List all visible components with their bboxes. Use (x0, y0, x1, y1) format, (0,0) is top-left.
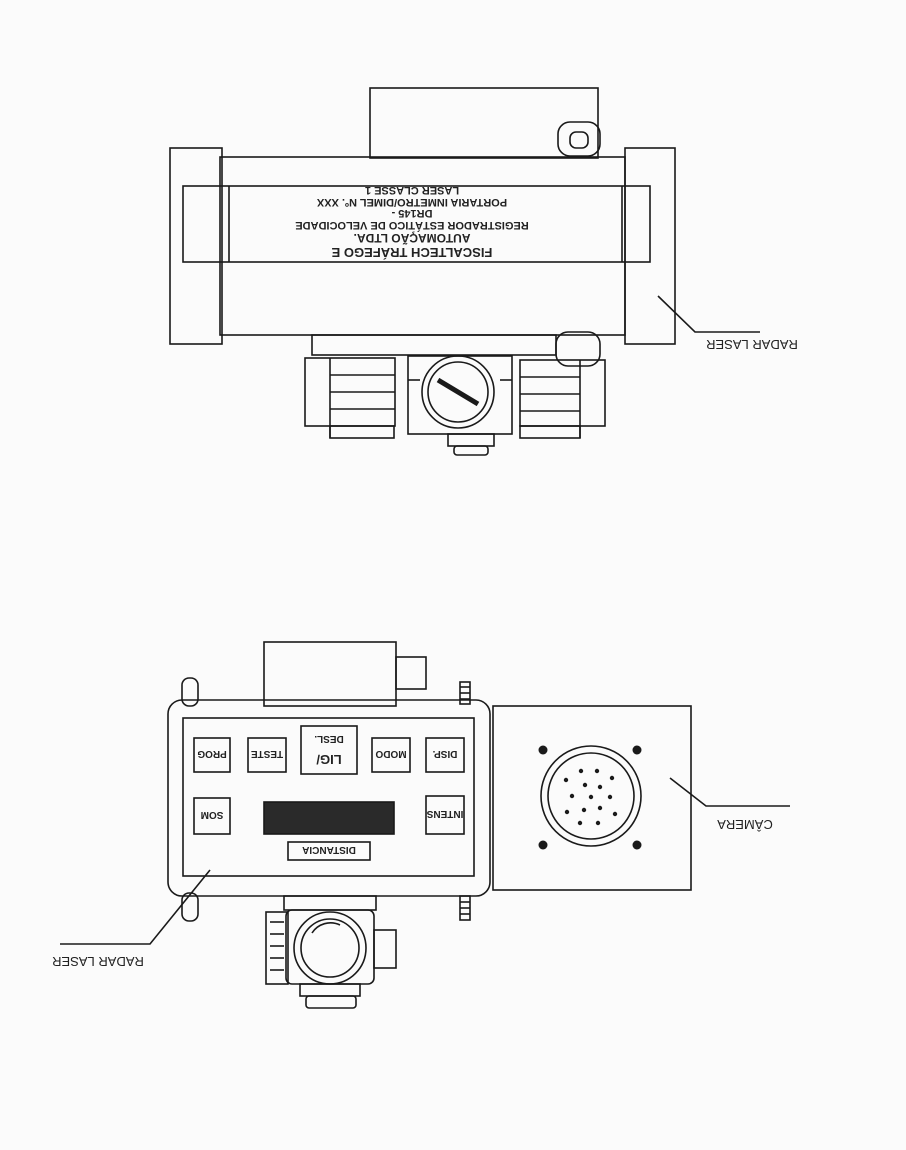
control-panel (182, 717, 475, 877)
camera-lens (540, 745, 642, 847)
plate-line-3: REGISTRADOR ESTÁTICO DE VELOCIDADE (295, 219, 528, 232)
top-rear-box (369, 87, 599, 159)
top-radar-assembly (169, 87, 760, 456)
teste-label: TESTE (251, 748, 284, 759)
top-plate (182, 185, 651, 263)
lig-desl-bottom-label: LIG/ (316, 752, 342, 767)
top-callout-leader (657, 295, 760, 333)
lig-desl-top-label: DESL. (314, 733, 344, 744)
intens-label: INTENS (426, 808, 463, 819)
intens-button[interactable] (425, 795, 465, 835)
top-right-cap (624, 147, 676, 345)
plate-line-1: FISCALTECH TRÁFEGO E (331, 245, 492, 260)
left-tab-bottom (181, 892, 199, 922)
disp-label: DISP. (432, 748, 457, 759)
plate-line-6: LASER CLASSE 1 (365, 184, 459, 196)
top-handle (557, 121, 601, 157)
top-radar-callout: RADAR LASER (706, 337, 798, 352)
bottom-radar-callout: RADAR LASER (52, 954, 144, 969)
scope-right-ring (373, 929, 397, 969)
camera-callout: CÂMERA (717, 817, 773, 832)
som-button[interactable] (193, 797, 231, 835)
prog-button[interactable] (193, 737, 231, 773)
prog-label: PROG (197, 748, 227, 759)
plate-line-5: PORTARIA INMETRO/DIMEL Nº. XXX (316, 196, 507, 208)
modo-label: MODO (375, 748, 406, 759)
distance-label-box (287, 841, 371, 861)
top-left-cap (169, 147, 223, 345)
lig-desl-button[interactable] (300, 725, 358, 775)
scope-left-ring (265, 911, 289, 985)
scope-body (285, 909, 375, 985)
bottom-radar-assembly (60, 641, 790, 1009)
scope-neck (283, 895, 377, 911)
top-bottom-handle (555, 331, 601, 367)
camera-module (492, 705, 692, 891)
camera-leader (669, 777, 790, 807)
top-knob (421, 355, 495, 429)
distance-label: DISTANCIA (302, 844, 356, 855)
som-label: SOM (201, 809, 224, 820)
top-right-grip (519, 359, 606, 427)
disp-button[interactable] (425, 737, 465, 773)
bottom-radar-leader (60, 869, 211, 945)
plate-line-2: AUTOMAÇÃO LTDA. (354, 231, 471, 246)
top-base-plate (311, 334, 557, 356)
left-tab (181, 677, 199, 707)
modo-button[interactable] (371, 737, 411, 773)
teste-button[interactable] (247, 737, 287, 773)
distance-display (263, 801, 395, 835)
bottom-rear-box (263, 641, 397, 707)
top-plate-text: FISCALTECH TRÁFEGO E AUTOMAÇÃO LTDA. REG… (295, 184, 528, 260)
plate-line-4: DR145 - (391, 207, 432, 219)
